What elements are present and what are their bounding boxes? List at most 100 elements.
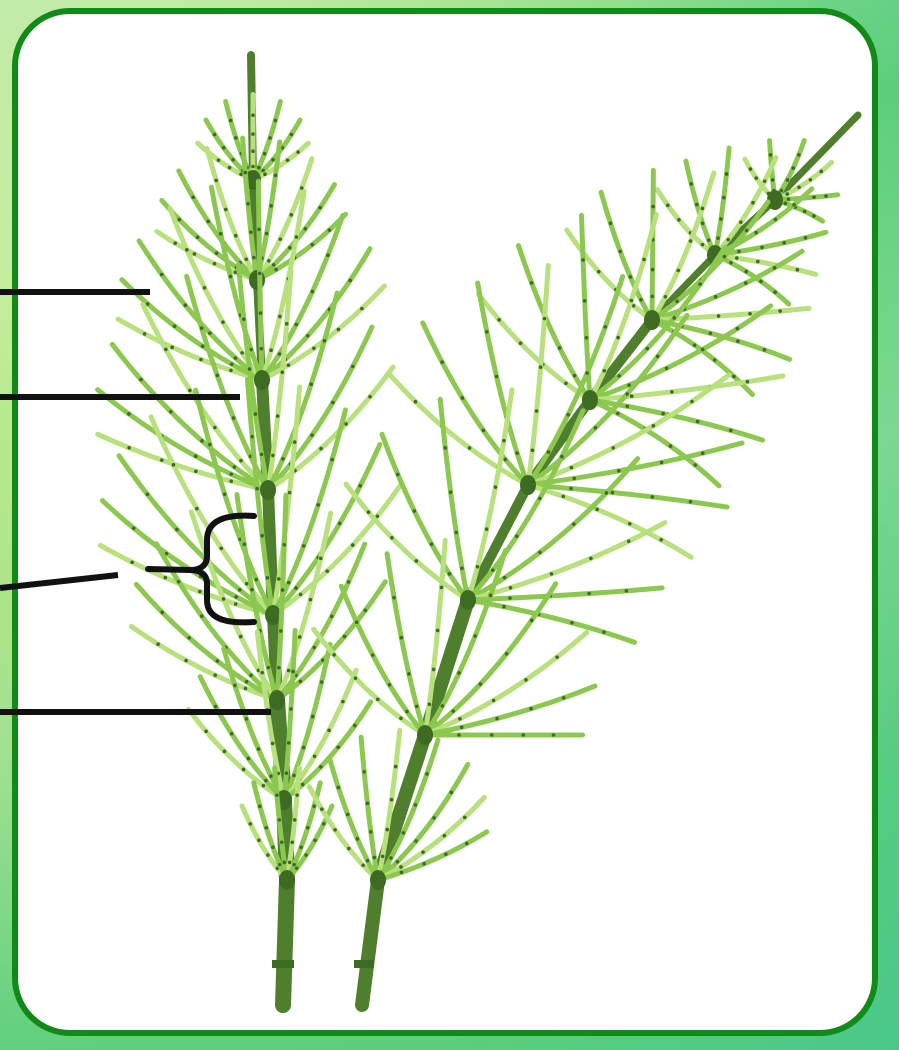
branch-joint-169: [281, 457, 285, 461]
branch-joint-218: [293, 440, 297, 444]
branch-joint-152: [164, 348, 168, 352]
branch-joint-369: [785, 192, 789, 196]
branch-joint-602: [627, 539, 631, 543]
branch-joint-53: [234, 234, 238, 238]
branch-joint-551: [690, 400, 694, 404]
branch-joint-485: [581, 258, 585, 262]
branch-joint-572: [367, 510, 371, 514]
branch-joint-525: [461, 396, 465, 400]
branch-joint-151: [188, 389, 192, 393]
branch-joint-609: [502, 605, 506, 609]
branch-joint-59: [246, 202, 250, 206]
branch-joint-508: [661, 412, 665, 416]
branch-joint-596: [572, 522, 576, 526]
branch-joint-478: [558, 346, 562, 350]
branch-joint-582: [443, 446, 447, 450]
branch-joint-222: [316, 503, 320, 507]
branch-joint-328: [278, 863, 282, 867]
branch-joint-259: [242, 542, 246, 546]
branch-joint-200: [245, 582, 249, 586]
right-stem-segment-8: [775, 115, 858, 200]
branch-joint-272: [312, 646, 316, 650]
branch-joint-637: [473, 634, 477, 638]
branch-joint-52: [244, 257, 248, 261]
branch-joint-93: [234, 356, 238, 360]
branch-joint-167: [285, 322, 289, 326]
branch-joint-130: [337, 328, 341, 332]
branch-joint-7: [231, 158, 235, 162]
branch-joint-333: [283, 861, 287, 865]
branch-joint-372: [819, 170, 823, 174]
branch-joint-589: [491, 568, 495, 572]
branch-joint-86: [143, 332, 147, 336]
branch-joint-341: [295, 793, 299, 797]
branch-joint-484: [583, 299, 587, 303]
branch-joint-155: [232, 416, 236, 420]
branch-joint-468: [713, 358, 717, 362]
branch-joint-410: [737, 250, 741, 254]
branch-joint-149: [239, 459, 243, 463]
branch-joint-464: [763, 348, 767, 352]
branch-joint-556: [701, 451, 705, 455]
branch-joint-560: [650, 495, 654, 499]
branch-joint-452: [714, 295, 718, 299]
branch-joint-641: [479, 682, 483, 686]
branch-joint-348: [295, 867, 299, 871]
branch-joint-287: [264, 779, 268, 783]
branch-joint-592: [560, 455, 564, 459]
branch-joint-549: [611, 446, 615, 450]
branch-joint-379: [783, 202, 787, 206]
branch-joint-165: [276, 414, 280, 418]
branch-joint-502: [630, 394, 634, 398]
branch-joint-630: [428, 702, 432, 706]
branch-joint-330: [264, 826, 268, 830]
branch-joint-253: [222, 597, 226, 601]
stem-node-280: [269, 690, 285, 710]
branch-joint-514: [669, 444, 673, 448]
branch-joint-587: [502, 439, 506, 443]
stem-node-183: [260, 480, 276, 500]
branch-joint-300: [260, 671, 264, 675]
branch-joint-388: [666, 204, 670, 208]
branch-joint-423: [773, 290, 777, 294]
branch-joint-315: [341, 700, 345, 704]
branch-joint-411: [760, 246, 764, 250]
branch-joint-232: [351, 543, 355, 547]
branch-joint-565: [628, 522, 632, 526]
branch-joint-548: [570, 466, 574, 470]
branch-joint-242: [216, 659, 220, 663]
branch-joint-533: [531, 449, 535, 453]
branch-joint-611: [570, 621, 574, 625]
branch-joint-620: [405, 710, 409, 714]
branch-joint-442: [676, 269, 680, 273]
branch-joint-99: [221, 320, 225, 324]
branch-joint-467: [693, 343, 697, 347]
branch-joint-671: [373, 856, 377, 860]
branch-joint-244: [160, 611, 164, 615]
branch-joint-223: [330, 458, 334, 462]
branch-joint-331: [258, 804, 262, 808]
branch-joint-198: [146, 492, 150, 496]
branch-joint-195: [238, 588, 242, 592]
branch-joint-648: [555, 655, 559, 659]
branch-joint-449: [745, 229, 749, 233]
branch-joint-523: [503, 458, 507, 462]
branch-joint-647: [524, 678, 528, 682]
branch-joint-638: [489, 594, 493, 598]
branch-joint-124: [306, 334, 310, 338]
branch-joint-142: [127, 412, 131, 416]
branch-joint-186: [198, 590, 202, 594]
branch-joint-43: [215, 251, 219, 255]
branch-joint-507: [625, 405, 629, 409]
branch-joint-693: [443, 834, 447, 838]
branch-joint-521: [414, 400, 418, 404]
branch-joint-612: [602, 630, 606, 634]
branch-joint-131: [360, 307, 364, 311]
branch-joint-382: [812, 214, 816, 218]
branch-joint-18: [251, 132, 255, 136]
branch-joint-699: [465, 842, 469, 846]
branch-joint-681: [389, 856, 393, 860]
branch-joint-576: [413, 509, 417, 513]
branch-joint-597: [605, 491, 609, 495]
branch-joint-282: [262, 784, 266, 788]
